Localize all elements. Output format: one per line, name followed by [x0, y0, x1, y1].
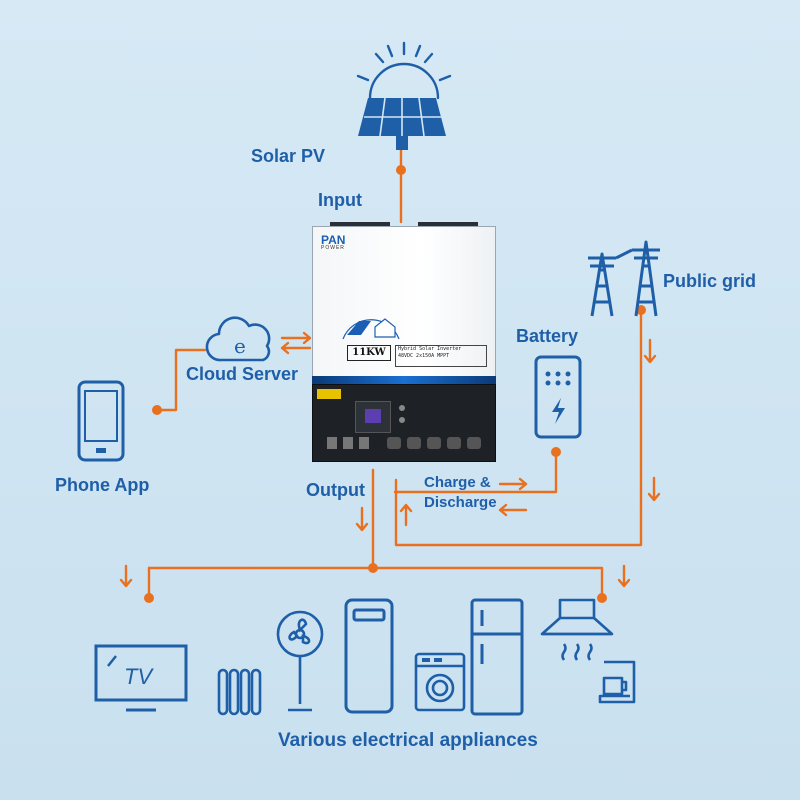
display-bezel: [355, 401, 391, 433]
tv-text: TV: [124, 664, 154, 689]
phone-app-label: Phone App: [55, 475, 150, 495]
inverter-handle: [418, 222, 478, 228]
left-arrow: [119, 564, 133, 588]
inverter-model: 11KW: [347, 345, 391, 361]
fan-icon: [274, 608, 326, 719]
public-grid-label: Public grid: [663, 271, 757, 291]
grid-arrow-1: [643, 338, 657, 364]
charge-arrow: [498, 477, 528, 491]
air-conditioner-icon: [344, 598, 394, 721]
button: [399, 405, 405, 411]
inverter-brand: PAN: [321, 233, 346, 247]
inverter-handle: [330, 222, 390, 228]
tv-icon: TV: [94, 644, 188, 719]
battery-label: Battery: [516, 326, 579, 346]
spec-line: Hybrid Solar Inverter: [398, 346, 462, 352]
solar-panel-icon: [356, 96, 448, 156]
discharge-arrow: [498, 503, 528, 517]
connector-row: [327, 437, 483, 451]
output-arrow: [355, 506, 369, 532]
transmission-tower-icon: [584, 236, 664, 318]
svg-text:e: e: [234, 334, 246, 358]
washing-machine-icon: [414, 652, 466, 717]
right-arrow: [617, 564, 631, 588]
battery-icon: [533, 354, 583, 440]
range-hood-icon: [538, 598, 616, 669]
output-label: Output: [306, 480, 365, 500]
cloud-arrow-left: [280, 341, 312, 355]
appliances-label: Various electrical appliances: [278, 730, 538, 751]
distribution-line: [147, 566, 604, 600]
inverter-control-panel: [312, 384, 496, 462]
inverter-brand-sub: POWER: [321, 245, 345, 251]
cloud-arrow-right: [280, 331, 312, 345]
inverter-spec: Hybrid Solar Inverter 48VDC 2x150A MPPT: [395, 345, 487, 367]
solar-pv-label: Solar PV: [251, 146, 326, 166]
spec-line: 48VDC 2x150A MPPT: [398, 353, 450, 359]
charge-label: Charge &: [424, 474, 491, 491]
button: [399, 417, 405, 423]
inverter-stripe: [312, 376, 496, 384]
refrigerator-icon: [470, 598, 524, 721]
grid-line: [394, 308, 643, 547]
sun-icon: [350, 40, 460, 100]
radiator-icon: [216, 666, 262, 723]
phone-cloud-line: [155, 348, 207, 412]
phone-icon: [76, 379, 126, 463]
house-solar-icon: [342, 318, 400, 340]
cloud-icon: e: [205, 316, 277, 364]
cloud-server-label: Cloud Server: [186, 364, 299, 384]
coffee-maker-icon: [594, 658, 642, 711]
discharge-label: Discharge: [424, 494, 497, 511]
warning-sticker: [317, 389, 341, 399]
hybrid-inverter: PAN POWER 11KW Hybrid Solar Inverter 48V…: [312, 222, 496, 462]
upflow-arrow: [399, 503, 413, 527]
battery-line: [393, 450, 558, 494]
input-label: Input: [318, 190, 362, 210]
inverter-front-panel: PAN POWER 11KW Hybrid Solar Inverter 48V…: [312, 226, 496, 384]
grid-arrow-2: [647, 476, 661, 502]
lcd-screen: [365, 409, 381, 423]
